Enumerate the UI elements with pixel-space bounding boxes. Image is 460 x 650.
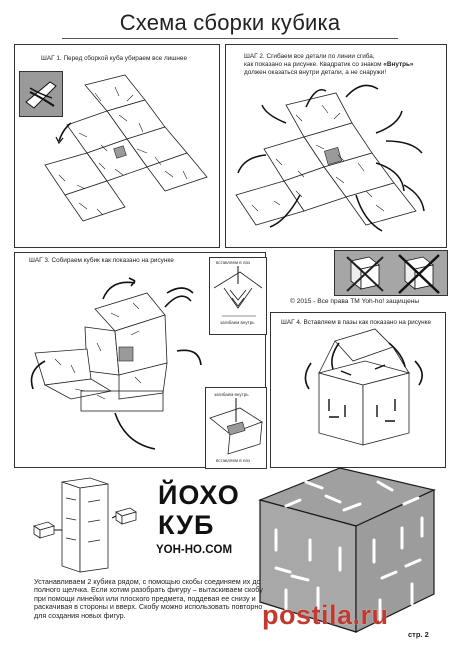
brand-url-link[interactable]: YOH-HO.COM — [156, 544, 233, 556]
bend-in-callout-1: загибаем внутрь — [220, 320, 255, 325]
bend-in-callout-2: загибаем внутрь — [214, 392, 249, 397]
insert-detail-inset-2: загибаем внутрь вставляем в паз — [205, 387, 267, 469]
step-1-panel: ШАГ 1. Перед сборкой куба убираем все ли… — [14, 44, 220, 248]
step-4-label: ШАГ 4. Вставляем в пазы как показано на … — [281, 319, 432, 326]
step-2-line-b: как показано на рисунке. Квадратик со зн… — [244, 61, 382, 68]
step-2-emphasis: «Внутрь» — [383, 61, 414, 68]
incorrect-cube-icon — [398, 254, 440, 294]
copyright-notice: © 2015 - Все права ТМ Yoh-ho! защищены — [290, 298, 420, 305]
step-2-label: ШАГ 2. Сгибаем все детали по линии сгиба… — [244, 53, 444, 77]
step-1-label: ШАГ 1. Перед сборкой куба убираем все ли… — [41, 55, 188, 62]
inside-outside-compare — [334, 250, 448, 296]
correct-cube-icon — [346, 256, 384, 292]
step-4-panel: ШАГ 4. Вставляем в пазы как показано на … — [270, 312, 446, 468]
step-2-line-c: должен оказаться внутри детали, а не сна… — [244, 69, 387, 76]
insert-callout-1: вставляем в паз — [216, 260, 250, 265]
insert-callout-2: вставляем в паз — [216, 458, 250, 463]
step-2-panel: ШАГ 2. Сгибаем все детали по линии сгиба… — [225, 44, 447, 248]
page-number: стр. 2 — [408, 630, 429, 639]
scissors-icon — [19, 71, 63, 117]
step-3-panel: ШАГ 3. Собираем кубик как показано на ри… — [14, 252, 267, 469]
brand-logo-line-2: КУБ — [158, 510, 215, 540]
title-underline — [62, 38, 398, 39]
large-cube-illustration — [258, 467, 436, 633]
cube-net-bending-illustration — [235, 84, 425, 232]
cube-final-illustration — [304, 328, 423, 446]
watermark-text: postila.ru — [262, 600, 389, 630]
step-2-line-a: ШАГ 2. Сгибаем все детали по линии сгиба… — [244, 53, 375, 60]
connector-bracket-illustration — [33, 477, 137, 573]
cube-assembly-illustration — [30, 277, 202, 450]
brand-logo-line-1: ЙОХО — [158, 480, 240, 510]
step-3-label: ШАГ 3. Собираем кубик как показано на ри… — [29, 257, 174, 264]
assembly-instructions: Устанавливаем 2 кубика рядом, с помощью … — [34, 577, 263, 620]
insert-detail-inset-1: вставляем в паз загибаем внутрь — [209, 257, 267, 335]
cube-net-flat-illustration — [44, 74, 208, 222]
page-title: Схема сборки кубика — [119, 10, 341, 35]
